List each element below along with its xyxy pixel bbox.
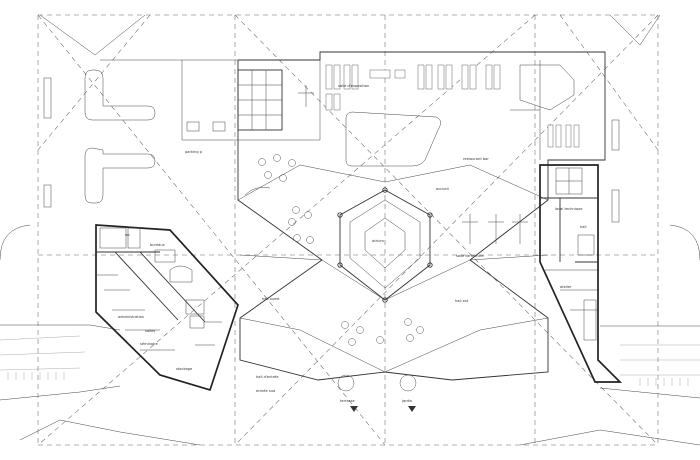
label-storage: stockage bbox=[176, 367, 193, 371]
label-parking: parking p bbox=[185, 150, 203, 154]
label-east-hall: hall est bbox=[455, 299, 469, 303]
parking-ramps bbox=[84, 69, 156, 204]
exhibit-stands bbox=[298, 85, 528, 244]
label-admin: administration bbox=[118, 315, 144, 319]
core-blocks bbox=[186, 69, 283, 132]
cafe-tables bbox=[258, 154, 424, 392]
site-outline bbox=[0, 14, 700, 446]
label-workshop: atelier bbox=[560, 285, 572, 289]
label-offices: bureaux bbox=[150, 243, 166, 247]
label-wc: wc bbox=[125, 233, 130, 237]
label-terrace: terrasse bbox=[340, 399, 355, 403]
room-labels: parking p salle d'exposition restaurant … bbox=[118, 84, 586, 403]
label-south-entry: entrée sud bbox=[256, 389, 275, 393]
label-lobby: hall d'entrée bbox=[256, 375, 279, 379]
building-outline bbox=[100, 51, 606, 381]
label-rooms: salles bbox=[145, 329, 155, 333]
label-seminar: séminaire bbox=[140, 342, 158, 346]
reading-tables bbox=[325, 64, 580, 148]
label-info: accueil bbox=[436, 187, 449, 191]
label-hall: hall bbox=[580, 225, 586, 229]
label-exhibition: salle d'exposition bbox=[338, 84, 369, 88]
label-garden: jardin bbox=[401, 399, 412, 403]
label-tech: local technique bbox=[555, 207, 583, 211]
label-atrium: atrium bbox=[372, 239, 384, 243]
label-west-hall: hall ouest bbox=[262, 297, 280, 301]
label-cafe: restaurant bar bbox=[463, 157, 489, 161]
west-wing bbox=[95, 224, 239, 392]
label-reading: salle de lecture bbox=[456, 254, 484, 258]
entry-markers bbox=[350, 406, 416, 412]
east-wing bbox=[539, 164, 623, 383]
